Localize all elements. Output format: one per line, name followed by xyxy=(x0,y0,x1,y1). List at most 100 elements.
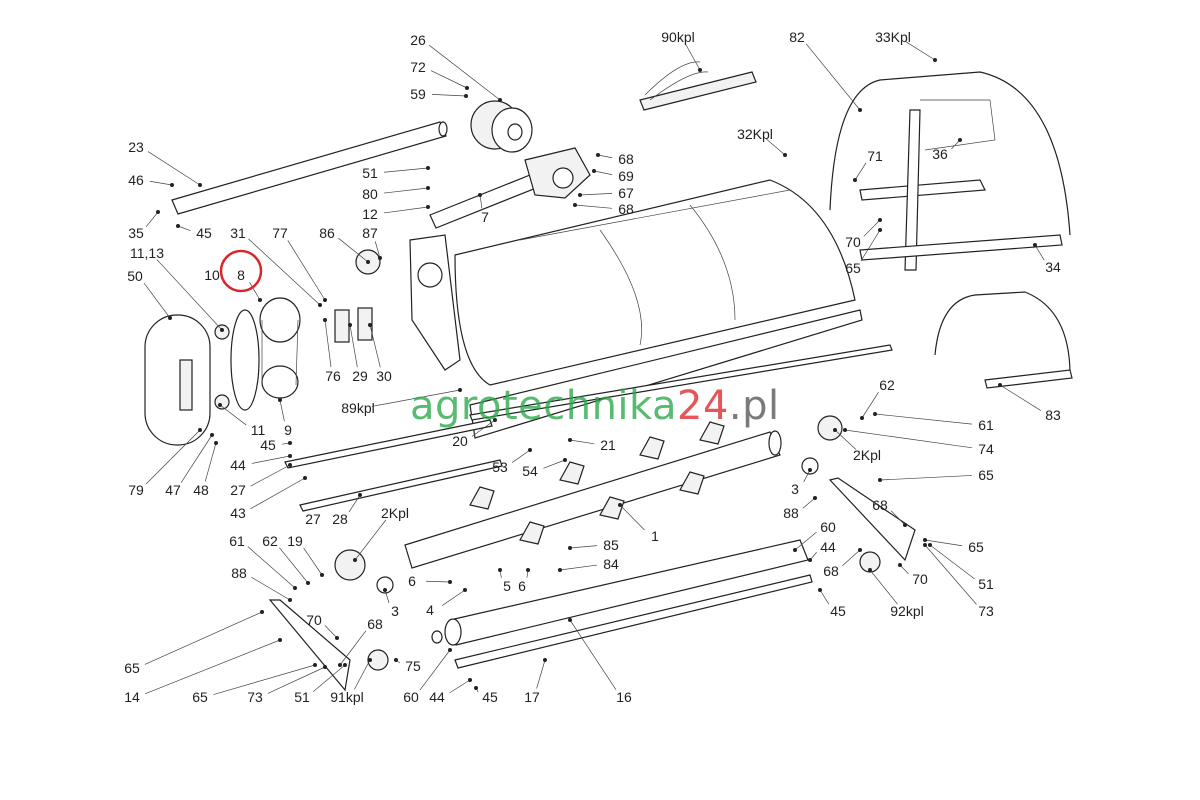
gearbox-part xyxy=(429,147,591,229)
part-callout-label: 27 xyxy=(230,482,246,498)
part-callout-label: 12 xyxy=(362,206,378,222)
leader-line xyxy=(145,211,159,228)
leader-line xyxy=(430,70,468,89)
leader-line xyxy=(251,576,291,601)
leader-line xyxy=(339,630,367,666)
small-part-marker xyxy=(288,441,292,445)
leader-line xyxy=(180,434,213,483)
small-part-marker xyxy=(198,428,202,432)
watermark-part: agrotechnika xyxy=(410,383,678,429)
small-part-marker xyxy=(833,428,837,432)
leader-line xyxy=(924,539,963,547)
small-part-marker xyxy=(170,183,174,187)
small-part-marker xyxy=(808,468,812,472)
part-callout-label: 11 xyxy=(251,422,266,438)
small-part-marker xyxy=(426,186,430,190)
part-callout-label: 70 xyxy=(845,234,861,250)
watermark-part: 24 xyxy=(677,383,729,429)
part-callout-label: 79 xyxy=(128,482,144,498)
leader-line xyxy=(247,546,296,589)
part-callout-label: 2Kpl xyxy=(853,447,881,463)
part-callout-label: 1 xyxy=(651,528,659,544)
side-plate-left-part xyxy=(268,599,351,692)
small-part-marker xyxy=(338,663,342,667)
leader-line xyxy=(597,154,613,159)
part-callout-label: 2Kpl xyxy=(381,505,409,521)
small-part-marker xyxy=(260,610,264,614)
small-part-marker xyxy=(868,568,872,572)
leader-line xyxy=(929,544,975,580)
small-part-marker xyxy=(394,658,398,662)
leader-line xyxy=(863,219,881,237)
part-callout-label: 77 xyxy=(272,225,288,241)
small-part-marker xyxy=(998,383,1002,387)
bearing-housing-part xyxy=(817,415,843,441)
part-callout-label: 32Kpl xyxy=(737,126,773,142)
small-part-marker xyxy=(448,580,452,584)
part-callout-label: 3 xyxy=(791,481,799,497)
part-callout-label: 36 xyxy=(932,146,948,162)
leader-line xyxy=(313,664,346,692)
part-callout-label: 76 xyxy=(325,368,341,384)
leader-line xyxy=(569,439,595,445)
part-callout-label: 51 xyxy=(362,165,378,181)
part-callout-label: 50 xyxy=(127,268,143,284)
small-part-marker xyxy=(358,493,362,497)
small-part-marker xyxy=(592,169,596,173)
small-part-marker xyxy=(860,416,864,420)
small-part-marker xyxy=(323,318,327,322)
small-part-marker xyxy=(528,448,532,452)
part-callout-label: 11,13 xyxy=(130,245,164,261)
part-callout-label: 70 xyxy=(912,571,928,587)
leader-line xyxy=(267,666,326,694)
gear-pulley-part xyxy=(470,100,533,153)
small-part-marker xyxy=(214,441,218,445)
part-callout-label: 74 xyxy=(978,441,994,457)
leader-line xyxy=(287,240,326,301)
leader-line xyxy=(844,429,973,449)
leader-line xyxy=(543,459,566,469)
leader-line xyxy=(369,324,381,368)
leader-line xyxy=(766,138,786,156)
small-part-marker xyxy=(478,193,482,197)
part-callout-label: 26 xyxy=(410,32,426,48)
leader-line xyxy=(559,564,598,571)
small-part-marker xyxy=(808,558,812,562)
small-part-marker xyxy=(463,588,467,592)
part-callout-label: 45 xyxy=(260,437,276,453)
small-part-marker xyxy=(343,663,347,667)
part-callout-label: 51 xyxy=(294,689,310,705)
small-part-marker xyxy=(258,298,262,302)
part-callout-label: 82 xyxy=(789,29,805,45)
main-housing-part xyxy=(409,179,893,439)
leader-line xyxy=(144,639,281,695)
leader-line xyxy=(511,449,531,463)
small-part-marker xyxy=(465,86,469,90)
small-part-marker xyxy=(818,588,822,592)
small-part-marker xyxy=(468,678,472,682)
small-part-marker xyxy=(366,260,370,264)
leader-line xyxy=(429,45,501,101)
part-callout-label: 47 xyxy=(165,482,181,498)
small-part-marker xyxy=(558,568,562,572)
small-part-marker xyxy=(220,328,224,332)
small-part-marker xyxy=(218,403,222,407)
part-callout-label: 73 xyxy=(247,689,263,705)
part-callout-label: 60 xyxy=(403,689,419,705)
leader-line xyxy=(303,547,323,576)
small-part-marker xyxy=(563,458,567,462)
leader-line xyxy=(143,282,171,319)
leader-line xyxy=(419,649,451,691)
leader-line xyxy=(569,545,598,549)
small-part-marker xyxy=(573,203,577,207)
part-callout-label: 51 xyxy=(978,576,994,592)
leader-line xyxy=(251,455,291,464)
small-frame-part xyxy=(934,291,1073,389)
small-part-marker xyxy=(323,665,327,669)
leader-line xyxy=(803,469,811,483)
leader-line xyxy=(890,510,906,526)
part-callout-label: 90kpl xyxy=(661,29,694,45)
small-part-marker xyxy=(278,638,282,642)
small-part-marker xyxy=(568,438,572,442)
